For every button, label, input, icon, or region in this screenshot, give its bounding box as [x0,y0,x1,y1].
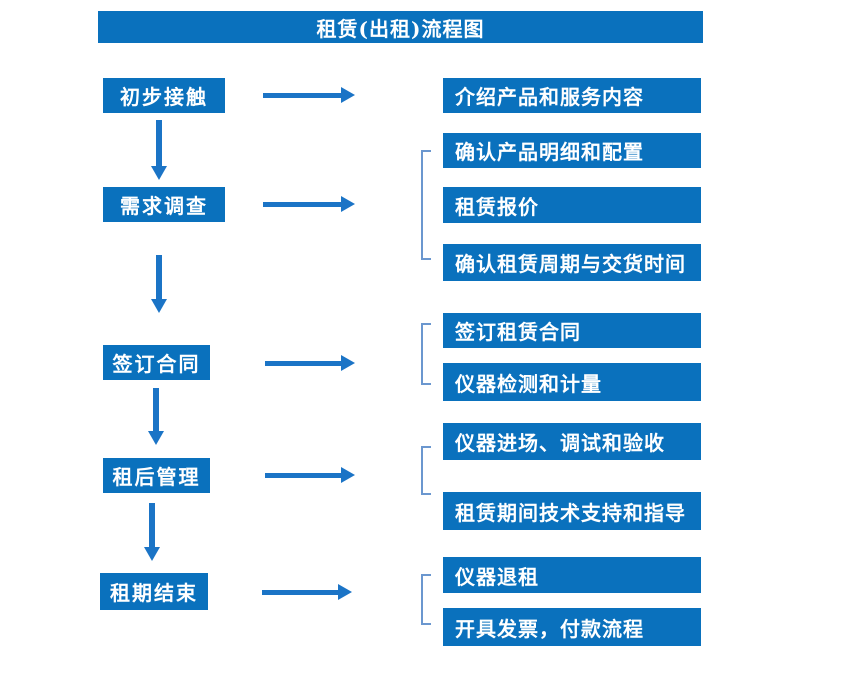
detail-box-rental-technical-support: 租赁期间技术支持和指导 [443,492,701,530]
detail-box-invoice-payment-process: 开具发票，付款流程 [443,608,701,646]
arrow-head-icon [338,584,352,600]
arrow-stem [265,360,341,366]
arrow-right-demand-survey [263,196,355,212]
arrow-down-to-rental-end [144,503,160,561]
arrow-stem [149,503,155,547]
detail-box-sign-rental-contract: 签订租赁合同 [443,313,701,348]
arrow-stem [262,589,338,595]
stage-box-post-rental-management: 租后管理 [103,458,210,493]
arrow-right-rental-end [262,584,352,600]
bracket-post-rental-group [421,446,431,495]
arrow-head-icon [341,87,355,103]
arrow-stem [156,120,162,166]
arrow-head-icon [341,355,355,371]
detail-box-instrument-inspection-metering: 仪器检测和计量 [443,363,701,401]
bracket-demand-survey-group [421,150,431,260]
flowchart-title: 租赁(出租)流程图 [98,11,703,43]
arrow-right-post-rental-management [265,467,355,483]
arrow-down-to-demand-survey [151,120,167,180]
detail-box-rental-quote: 租赁报价 [443,187,701,223]
detail-box-instrument-return: 仪器退租 [443,557,701,593]
arrow-stem [265,472,341,478]
arrow-head-icon [151,166,167,180]
detail-box-instrument-arrival-debug-acceptance: 仪器进场、调试和验收 [443,423,701,460]
arrow-stem [263,201,341,207]
arrow-stem [153,388,159,431]
arrow-head-icon [151,299,167,313]
bracket-sign-contract-group [421,323,431,385]
detail-box-confirm-rental-period-delivery: 确认租赁周期与交货时间 [443,244,701,281]
arrow-head-icon [341,196,355,212]
stage-box-rental-end: 租期结束 [100,573,208,610]
bracket-rental-end-group [421,574,431,625]
detail-box-confirm-product-details: 确认产品明细和配置 [443,133,701,168]
arrow-head-icon [341,467,355,483]
arrow-stem [263,92,341,98]
arrow-right-initial-contact [263,87,355,103]
detail-box-intro-products-services: 介绍产品和服务内容 [443,78,701,113]
arrow-head-icon [148,431,164,445]
arrow-down-to-sign-contract [151,255,167,313]
arrow-head-icon [144,547,160,561]
stage-box-sign-contract: 签订合同 [103,345,210,380]
arrow-right-sign-contract [265,355,355,371]
stage-box-demand-survey: 需求调查 [103,187,225,222]
arrow-down-to-post-rental-management [148,388,164,445]
stage-box-initial-contact: 初步接触 [103,78,225,113]
arrow-stem [156,255,162,299]
